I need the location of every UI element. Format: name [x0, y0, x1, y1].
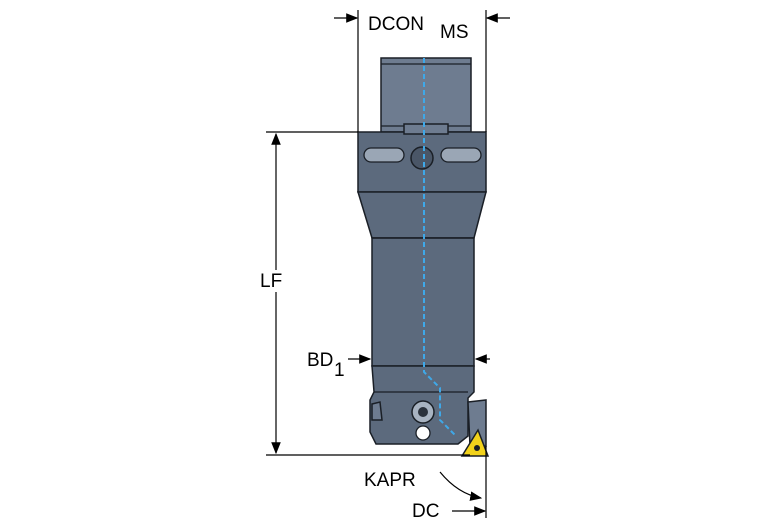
- lf-label: LF: [260, 271, 282, 292]
- bd-subscript: 1: [334, 360, 345, 381]
- kapr-angle: KAPR: [364, 470, 483, 501]
- tool-taper: [356, 191, 487, 239]
- lf-dimension: LF: [260, 131, 470, 456]
- tool-body: [356, 57, 490, 457]
- drive-slot-left: [363, 147, 405, 163]
- drive-slot-right: [440, 147, 482, 163]
- bd-dimension: BD 1: [307, 350, 490, 381]
- tool-shank: [380, 57, 472, 133]
- dcon-dimension: DCON MS: [334, 10, 510, 132]
- cutting-insert-icon: [460, 428, 490, 457]
- kapr-label: KAPR: [364, 470, 416, 491]
- dcon-label: DCON: [368, 14, 424, 35]
- coolant-channel: [423, 58, 457, 437]
- bd-label: BD: [307, 350, 333, 371]
- dcon-subscript: MS: [440, 22, 469, 43]
- lower-hole: [415, 425, 431, 441]
- dc-dimension: DC: [412, 446, 487, 522]
- dc-label: DC: [412, 501, 439, 522]
- center-hole: [410, 146, 434, 170]
